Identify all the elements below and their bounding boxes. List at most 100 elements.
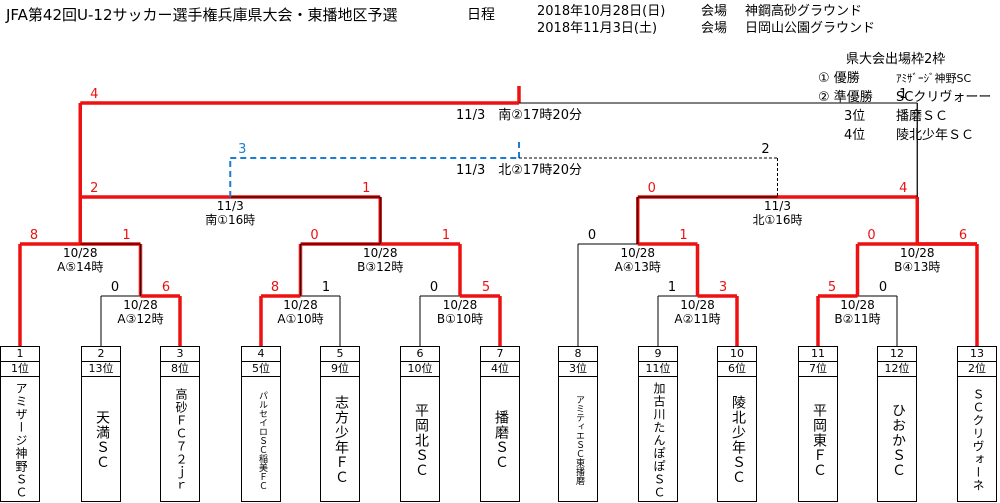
team-name: 陵北少年ＳＣ	[730, 395, 746, 485]
score-label: 0	[111, 280, 119, 295]
score-label: 4	[90, 87, 98, 102]
match-time: A①10時	[277, 312, 323, 326]
match-date: 10/28	[123, 298, 158, 312]
score-label: 1	[362, 181, 370, 196]
team-name: 平岡北ＳＣ	[413, 402, 429, 478]
match-date: 10/28	[363, 246, 398, 260]
score-label: 4	[899, 181, 907, 196]
match-date: 10/28	[620, 246, 655, 260]
match-time: B②11時	[834, 312, 880, 326]
match-time: B③12時	[357, 260, 403, 274]
match-time: 北①16時	[752, 213, 802, 227]
team-seed: 5位	[242, 362, 280, 377]
quota-row: ② 準優勝 SCクリヴォーー	[818, 88, 991, 107]
team-number: 11	[799, 347, 837, 362]
team-number: 9	[639, 347, 677, 362]
team-number: 12	[878, 347, 916, 362]
quota-team: 播磨ＳＣ	[896, 109, 949, 124]
match-date: 11/3	[217, 199, 244, 213]
quota-rank: ② 準優勝	[818, 90, 873, 105]
team-name: パルセイロＳＣ稲美ＦＣ	[257, 390, 267, 490]
team-number: 6	[401, 347, 439, 362]
match-time: A⑤14時	[57, 260, 103, 274]
team-name: 平岡東ＦＣ	[811, 402, 827, 478]
score-label: 0	[310, 228, 318, 243]
team-number: 7	[481, 347, 519, 362]
score-label: 0	[879, 280, 887, 295]
team-seed: 10位	[401, 362, 439, 377]
schedule-venue: 日岡山公園グラウンド	[745, 21, 876, 36]
quota-team: ｱﾐｻﾞｰｼﾞ神野SC	[896, 72, 972, 85]
quota-rank: 4位	[844, 128, 866, 143]
match-date: 10/28	[283, 298, 318, 312]
score-label: 3	[719, 280, 727, 295]
score-label: 0	[867, 228, 875, 243]
team-seed: 3位	[559, 362, 597, 377]
match-time: A③12時	[117, 312, 163, 326]
quota-team: SCクリヴォーー	[896, 90, 992, 105]
match-time: B④13時	[894, 260, 940, 274]
team-name: 播磨ＳＣ	[493, 410, 509, 470]
match-date: 10/28	[443, 298, 478, 312]
team-name: ひおかＳＣ	[890, 402, 906, 478]
score-label: 1	[679, 228, 687, 243]
match-time: A②11時	[674, 312, 720, 326]
score-label: 1	[322, 280, 330, 295]
team-seed: 11位	[639, 362, 677, 377]
team-name: 加古川たんぽぽＳＣ	[652, 381, 666, 499]
match-time: A④13時	[615, 260, 661, 274]
score-label: 8	[30, 228, 38, 243]
quota-rank: 3位	[844, 109, 866, 124]
quota-row: 4位陵北少年ＳＣ	[818, 126, 991, 145]
schedule-date: 2018年11月3日(土)	[537, 21, 658, 36]
quota-row: ① 優勝 ｱﾐｻﾞｰｼﾞ神野SC	[818, 69, 991, 88]
score-label: 0	[648, 181, 656, 196]
match-time: 南①16時	[205, 212, 255, 227]
match-date: 11/3	[764, 199, 791, 213]
team-number: 4	[242, 347, 280, 362]
team-number: 5	[321, 347, 359, 362]
score-label: 0	[430, 280, 438, 295]
team-seed: 9位	[321, 362, 359, 377]
team-number: 8	[559, 347, 597, 362]
score-label: 3	[238, 142, 246, 157]
score-label: 2	[90, 181, 98, 196]
score-label: 1	[899, 87, 907, 102]
score-label: 5	[828, 280, 836, 295]
match-date: 10/28	[63, 246, 98, 260]
match-date: 10/28	[840, 298, 875, 312]
schedule-venue: 神鋼高砂グラウンド	[745, 4, 863, 19]
score-label: 0	[588, 228, 596, 243]
team-number: 3	[161, 347, 199, 362]
match-info: 11/3 南②17時20分	[456, 107, 582, 123]
schedule-venue-label: 会場	[701, 4, 728, 19]
quota-rank: ① 優勝	[818, 71, 860, 86]
team-number: 13	[958, 347, 996, 362]
score-label: 8	[271, 280, 279, 295]
team-seed: 4位	[481, 362, 519, 377]
match-date: 10/28	[680, 298, 715, 312]
team-seed: 2位	[958, 362, 996, 377]
team-seed: 1位	[1, 362, 39, 377]
match-date: 10/28	[900, 246, 935, 260]
schedule-row-1: 2018年10月28日(日)会場神鋼高砂グラウンド	[537, 0, 862, 19]
team-seed: 6位	[718, 362, 756, 377]
team-seed: 8位	[161, 362, 199, 377]
team-name: ＳＣクリヴォーネ	[971, 388, 985, 492]
team-seed: 7位	[799, 362, 837, 377]
schedule-row-2: 2018年11月3日(土)会場日岡山公園グラウンド	[537, 17, 875, 36]
